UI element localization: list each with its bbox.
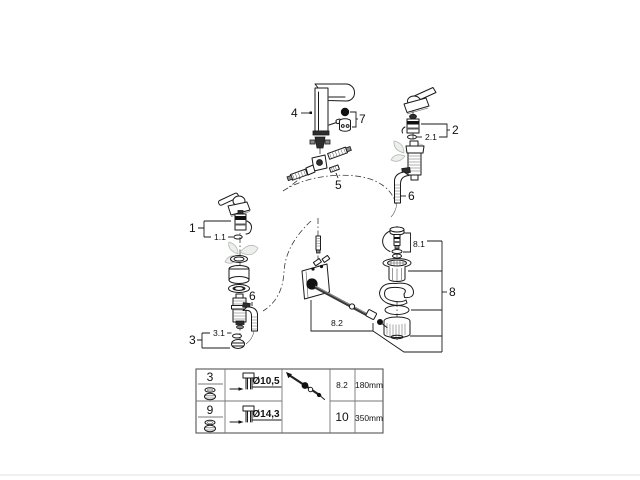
table-rod-length-row1: 180mm (355, 380, 383, 390)
callout-8-1-group: 8.1 (403, 232, 425, 253)
bolt-drawing-row2 (229, 405, 255, 424)
table-part-no-row2: 9 (207, 403, 214, 417)
callout-3: 3 (189, 333, 196, 347)
drain-o-ring (384, 305, 410, 315)
callout-6-left: 6 (249, 289, 256, 303)
supply-tee (286, 145, 352, 182)
table-rod-ref-row2: 10 (335, 410, 349, 424)
drain-seat (379, 282, 415, 306)
drain-plug (382, 226, 405, 259)
callout-6-right-group: 6 (401, 189, 415, 203)
bolt-drawing-row1 (229, 372, 255, 391)
callout-5: 5 (335, 178, 342, 192)
callout-2-1: 2.1 (425, 132, 437, 142)
aerator-dot (340, 107, 350, 117)
callout-7-group: 7 (350, 111, 366, 128)
right-cartridge (401, 113, 420, 134)
lift-rod-assembly (301, 235, 388, 328)
table-diameter-row1: Ø10,5 (252, 376, 280, 387)
grub-screw (328, 164, 340, 173)
left-o-ring (233, 234, 243, 240)
screw-right (327, 145, 352, 160)
left-cartridge (234, 210, 252, 235)
right-valve-body (405, 140, 425, 181)
faucet-body (309, 83, 355, 149)
leader-tick (309, 111, 312, 114)
callout-8-2: 8.2 (331, 318, 343, 328)
callout-3-1: 3.1 (213, 328, 225, 338)
callout-5-group: 5 (335, 172, 342, 192)
callout-8-group: 8 (408, 240, 456, 352)
table-part-no-row1: 3 (207, 370, 214, 384)
callout-8-1: 8.1 (413, 239, 425, 249)
callout-1-1: 1.1 (214, 232, 226, 242)
right-hose-elbow (390, 167, 411, 218)
screw-left (286, 168, 308, 182)
callout-4-group: 4 (291, 106, 312, 120)
horizontal-rod (314, 285, 372, 319)
rod-drawing (286, 372, 325, 400)
callout-1-group: 1 1.1 (189, 220, 233, 242)
callout-3-group: 3 3.1 (189, 328, 232, 349)
left-handle (218, 192, 251, 217)
callout-8-2-group: 8.2 (310, 300, 442, 353)
table-rod-ref-row1: 8.2 (336, 380, 348, 390)
callout-7: 7 (359, 112, 366, 126)
left-hose-elbow (242, 302, 258, 345)
left-mounting-parts (231, 333, 245, 349)
left-escutcheon-stack (228, 255, 250, 293)
table-rod-length-row2: 350mm (355, 413, 383, 423)
right-o-ring (407, 134, 417, 140)
callout-1: 1 (189, 221, 196, 235)
table-diameter-row2: Ø14,3 (252, 409, 280, 420)
aerator-parts (339, 107, 351, 132)
drain-flange (382, 258, 412, 282)
callout-2-group: 2.1 2 (417, 123, 459, 142)
rod-ball-joint (306, 278, 318, 290)
callout-4: 4 (291, 106, 298, 120)
callout-6-left-group: 6 (249, 289, 256, 306)
right-handle (403, 87, 437, 115)
callout-8: 8 (449, 285, 456, 299)
left-valve-shank (231, 293, 248, 330)
callout-6-right: 6 (408, 189, 415, 203)
callout-2: 2 (452, 123, 459, 137)
parts-table: 3 9 Ø10,5 Ø14,3 (195, 368, 384, 434)
drain-locknut (383, 316, 411, 340)
